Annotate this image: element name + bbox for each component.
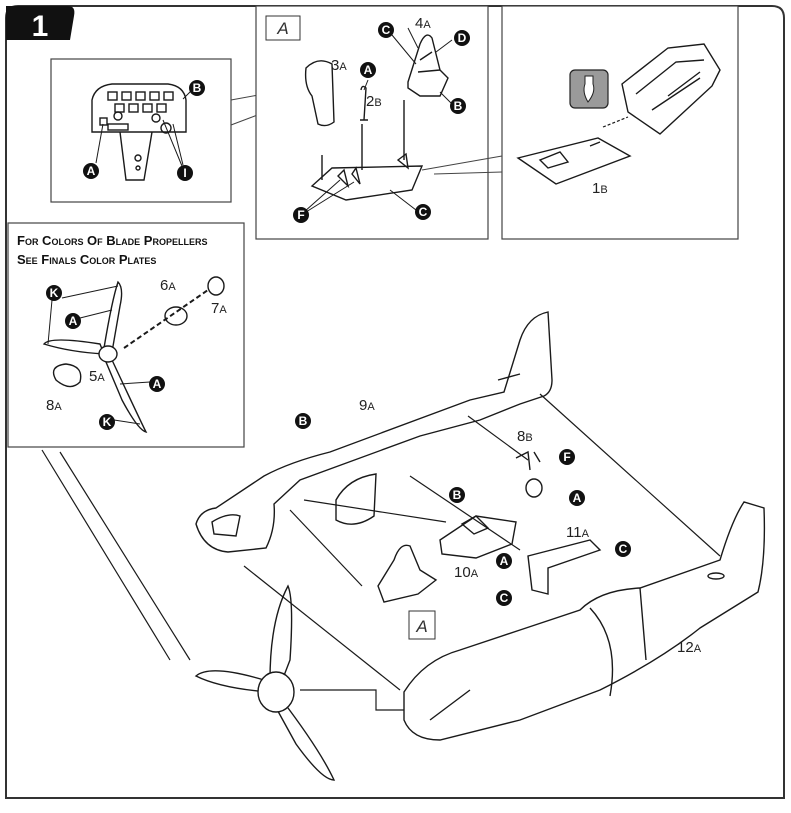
step-tab: 1 (6, 6, 75, 43)
part-6a-hub (164, 306, 188, 326)
svg-text:A: A (573, 491, 582, 505)
svg-text:D: D (458, 31, 467, 45)
svg-text:K: K (50, 286, 59, 300)
color-callout: C (415, 204, 431, 220)
color-callout: K (46, 285, 62, 301)
color-callout: I (177, 165, 193, 181)
part-label: 5A (89, 368, 105, 385)
svg-text:C: C (619, 542, 628, 556)
seat-assembly-inset: A (255, 5, 489, 240)
instrument-panel-part (91, 83, 187, 181)
part-label: 3A (331, 57, 347, 74)
color-callout: K (99, 414, 115, 430)
svg-text:A: A (69, 314, 78, 328)
propeller-blades (42, 280, 148, 434)
main-assembly (194, 311, 766, 781)
inset-label: A (276, 19, 288, 38)
part-11a (527, 539, 602, 595)
part-label: 9A (359, 397, 375, 414)
part-1b-plate (516, 137, 632, 185)
svg-text:B: B (193, 81, 202, 95)
color-callout: D (454, 30, 470, 46)
svg-text:C: C (382, 23, 391, 37)
part-label: 8B (517, 428, 533, 445)
color-callout: A (65, 313, 81, 329)
svg-text:C: C (500, 591, 509, 605)
fuselage-callout-box (408, 610, 436, 640)
svg-text:A: A (153, 377, 162, 391)
fuselage-12a (403, 501, 766, 741)
color-callout: A (149, 376, 165, 392)
part-label: 11A (566, 524, 590, 541)
step-number: 1 (32, 10, 49, 43)
color-callouts: B A I A C D B F C K A A K B F B A A C C (46, 22, 631, 606)
part-4a-seat (407, 34, 449, 97)
color-callout: C (496, 590, 512, 606)
color-callout: F (293, 207, 309, 223)
part-2b-control-stick (360, 85, 368, 121)
part-label: 10A (454, 564, 479, 581)
part-7a-washer (207, 276, 225, 296)
fuselage-half-9a (195, 311, 553, 553)
propeller-inset (7, 222, 245, 448)
part-label: 4A (415, 15, 431, 32)
color-callout: A (569, 490, 585, 506)
fuselage-floor-part (621, 43, 721, 135)
part-8a-cap (52, 363, 82, 388)
part-3a-seat-back (304, 60, 335, 127)
svg-text:B: B (453, 488, 462, 502)
part-label: 7A (211, 300, 227, 317)
svg-text:A: A (500, 554, 509, 568)
part-label: 6A (160, 277, 176, 294)
color-callout: A (360, 62, 376, 78)
part-label: 12A (677, 639, 702, 656)
svg-text:A: A (87, 164, 96, 178)
part-label: 8A (46, 397, 62, 414)
color-callout: C (615, 541, 631, 557)
color-callout: B (295, 413, 311, 429)
seat-4a-installed (377, 544, 438, 603)
color-callout: A (83, 163, 99, 179)
part-1b-inset (421, 5, 739, 240)
assembly-guides (41, 393, 721, 711)
part-8b-tailwheel (515, 450, 541, 471)
svg-text:A: A (364, 63, 373, 77)
part-label: 1B (592, 180, 608, 197)
spinner-5a (98, 345, 118, 363)
color-callout: F (559, 449, 575, 465)
svg-text:F: F (297, 208, 304, 222)
part-label: 2B (366, 93, 382, 110)
svg-text:I: I (183, 166, 186, 180)
color-callout: B (450, 98, 466, 114)
note-line-1: For Colors Of Blade Propellers (17, 233, 208, 248)
svg-text:B: B (299, 414, 308, 428)
note-line-2: See Finals Color Plates (17, 252, 157, 267)
knife-icon (569, 69, 609, 109)
svg-text:B: B (454, 99, 463, 113)
svg-text:C: C (419, 205, 428, 219)
fuselage-callout-label: A (415, 617, 427, 636)
color-callout: B (189, 80, 205, 96)
part-labels: 3A 2B 4A 1B 6A 7A 5A 8A 9A 8B 10A 11A 12… (46, 15, 702, 656)
color-callout: A (496, 553, 512, 569)
propeller-color-note: For Colors Of Blade Propellers See Final… (17, 231, 207, 269)
inset-label-box (265, 15, 301, 41)
cockpit-floor (335, 473, 377, 525)
color-callout: C (378, 22, 394, 38)
svg-text:K: K (103, 415, 112, 429)
svg-text:F: F (563, 450, 570, 464)
color-callout: B (449, 487, 465, 503)
